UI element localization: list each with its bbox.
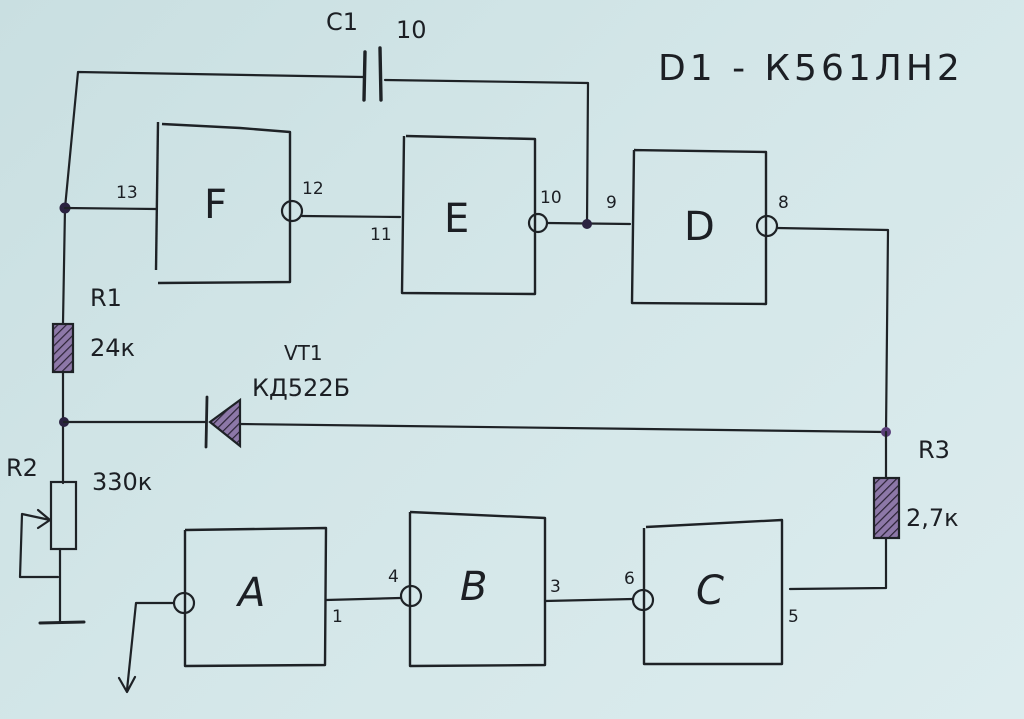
gate-d-body: [630, 148, 768, 306]
pin-10: 10: [540, 188, 562, 208]
gate-e-output-bubble: [527, 212, 549, 234]
gate-a-body: [183, 526, 328, 668]
r1-value: 24к: [90, 334, 135, 362]
resistor-r3: R3 2,7к: [788, 430, 959, 591]
gate-e: E 11 10: [370, 134, 632, 296]
pin-12: 12: [302, 179, 324, 199]
gate-e-label: E: [444, 196, 469, 242]
gate-f-left-edge: [154, 121, 160, 271]
diode-vt1: VT1 КД522Б: [62, 341, 891, 449]
gate-d-output-bubble: [755, 214, 779, 238]
gate-b-body: [408, 510, 547, 668]
gate-a-label: A: [235, 570, 265, 616]
c1-plate-left: [362, 50, 367, 102]
c1-ref: C1: [326, 8, 358, 36]
diode-cathode-bar: [204, 395, 209, 449]
wire-f-to-e: [300, 214, 402, 219]
gate-e-body: [400, 134, 537, 296]
pin-5: 5: [788, 607, 799, 627]
gate-c-body: [642, 518, 784, 666]
wire-a-input: [125, 601, 176, 692]
r2-wiper-loop: [18, 512, 60, 579]
gate-c-label: C: [696, 568, 724, 614]
gate-b: B 4 3: [388, 510, 635, 668]
resistor-r1: R1 24к: [51, 284, 135, 374]
vt1-ref: VT1: [284, 341, 323, 365]
gate-d-label: D: [684, 204, 715, 250]
gate-c-input-bubble: [631, 588, 655, 612]
gate-d: D 9 8: [606, 148, 890, 434]
pin-11: 11: [370, 225, 392, 245]
output-arrow-icon: [117, 675, 137, 694]
gate-f: F 13 12: [63, 121, 402, 285]
wire-d-output: [775, 226, 890, 434]
r2-ref: R2: [6, 454, 38, 482]
junction-node-10: [582, 219, 592, 229]
pin-8: 8: [778, 193, 789, 213]
r1-body: [51, 322, 75, 374]
gate-b-label: B: [460, 564, 487, 610]
ground-symbol: [38, 620, 86, 625]
c1-plate-right: [378, 46, 383, 102]
pin-13: 13: [116, 183, 138, 203]
pin-6: 6: [624, 569, 635, 589]
pin-1: 1: [332, 607, 343, 627]
r3-value: 2,7к: [906, 504, 959, 532]
gate-f-body: [157, 122, 292, 285]
pin-3: 3: [550, 577, 561, 597]
wire-r3-bottom: [788, 536, 888, 591]
wire-c1-left: [63, 70, 365, 210]
pin-9: 9: [606, 193, 617, 213]
r2-value: 330к: [92, 468, 152, 496]
r1-ref: R1: [90, 284, 122, 312]
r3-body: [872, 476, 901, 540]
capacitor-c1: C1 10: [63, 8, 590, 226]
chip-title: D1 - К561ЛН2: [658, 48, 964, 89]
wire-a-to-b: [324, 596, 402, 602]
gate-f-output-bubble: [280, 199, 304, 223]
r2-wiper-arrow: [36, 508, 52, 530]
vt1-value: КД522Б: [252, 374, 350, 402]
wire-b-to-c: [543, 597, 635, 603]
diode-triangle: [208, 397, 242, 449]
gate-b-input-bubble: [399, 584, 423, 608]
wire-f-input: [63, 206, 158, 211]
c1-value: 10: [396, 16, 427, 44]
gate-a: A 1: [117, 526, 402, 694]
wire-left-rail-top: [61, 206, 67, 325]
potentiometer-r2: R2 330к: [6, 454, 152, 625]
gate-c: C 6 5: [624, 518, 799, 666]
pin-4: 4: [388, 567, 399, 587]
wire-diode-right: [238, 422, 888, 434]
wire-c1-right: [383, 78, 590, 226]
r3-ref: R3: [918, 436, 950, 464]
gate-f-label: F: [204, 182, 227, 228]
r2-body: [49, 480, 78, 551]
